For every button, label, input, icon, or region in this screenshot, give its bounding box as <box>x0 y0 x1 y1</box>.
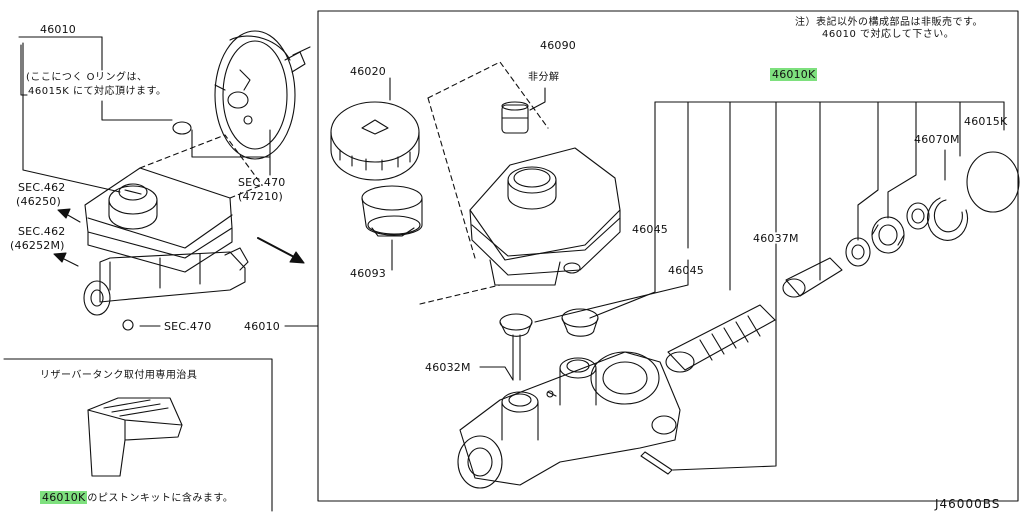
label-46045-a: 46045 <box>632 223 668 236</box>
label-46045-b: 46045 <box>668 264 704 277</box>
note-line-2: 46010 で対応して下さい。 <box>822 29 955 40</box>
label-not-separate: 非分解 <box>528 72 560 83</box>
label-46010k: 46010K <box>770 68 818 81</box>
reservoir-cap <box>330 101 420 181</box>
strainer <box>361 185 423 237</box>
reservoir-tank <box>469 101 621 286</box>
oring-note-line-2: 46015K にて対応頂けます。 <box>28 86 167 97</box>
brake-booster <box>214 30 311 160</box>
projection-lines-left <box>139 134 263 199</box>
master-cylinder-body <box>457 351 681 489</box>
label-46010-main: 46010 <box>244 320 280 333</box>
o-ring-left <box>172 121 192 135</box>
oring-note-line-1: (ここにつく Oリングは、 <box>26 72 148 83</box>
label-46020: 46020 <box>350 65 386 78</box>
tool-box-frame <box>3 358 273 512</box>
label-46070m: 46070M <box>914 133 960 146</box>
master-cylinder-left <box>83 167 249 331</box>
label-47210: (47210) <box>238 190 283 203</box>
label-46093: 46093 <box>350 267 386 280</box>
label-46250: (46250) <box>16 195 61 208</box>
label-46032m: 46032M <box>425 361 471 374</box>
label-46090: 46090 <box>540 39 576 52</box>
label-sec462-a: SEC.462 <box>18 181 66 194</box>
direction-arrows <box>53 208 305 267</box>
cap-projection <box>419 61 549 305</box>
label-46037m: 46037M <box>753 232 799 245</box>
tool-box-caption-code: 46010K <box>40 491 88 504</box>
jig-tool <box>87 397 183 477</box>
seal-rings <box>845 151 1020 267</box>
tool-box-title: リザーバータンク取付用専用治具 <box>40 370 198 381</box>
label-sec470-lower: SEC.470 <box>164 320 212 333</box>
piston-assembly <box>665 257 843 373</box>
grommets <box>499 308 599 337</box>
tool-box-caption-text: のピストンキットに含みます。 <box>87 493 234 504</box>
pin <box>512 334 673 475</box>
label-46010-top: 46010 <box>40 23 76 36</box>
exploded-view-frame <box>317 10 1019 502</box>
diagram-code: J46000BS <box>935 497 1001 511</box>
leader-lines-left <box>18 36 319 327</box>
note-line-1: 注）表記以外の構成部品は非販売です。 <box>795 17 983 28</box>
label-sec462-b: SEC.462 <box>18 225 66 238</box>
label-46015k: 46015K <box>964 115 1008 128</box>
leader-lines-right <box>389 77 1005 471</box>
label-sec470-upper: SEC.470 <box>238 176 286 189</box>
label-46252m: (46252M) <box>10 239 65 252</box>
